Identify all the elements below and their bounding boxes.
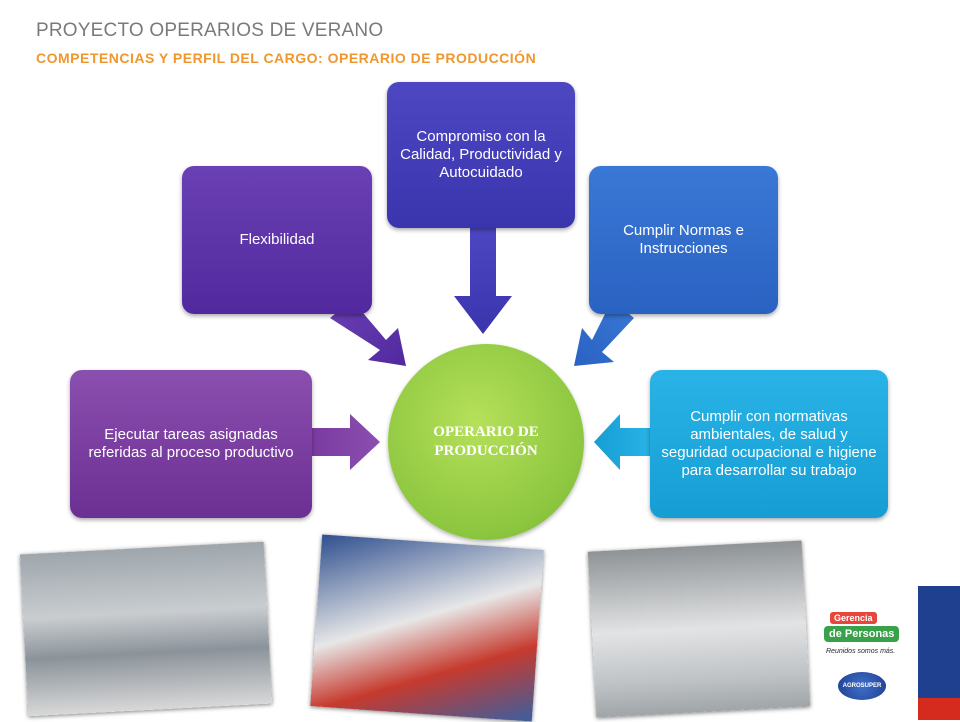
arrow-flexibilidad bbox=[330, 300, 406, 366]
arrow-ejecutar bbox=[310, 414, 380, 470]
logo-personas-text: de Personas bbox=[824, 626, 900, 642]
page-title: PROYECTO OPERARIOS DE VERANO bbox=[36, 20, 384, 41]
node-cumplir-normas: Cumplir Normas e Instrucciones bbox=[589, 166, 778, 314]
arrow-normativas bbox=[594, 414, 652, 470]
logo-gerencia-text: Gerencia bbox=[830, 612, 877, 624]
center-node-operario: OPERARIO DE PRODUCCIÓN bbox=[388, 344, 584, 540]
agrosuper-logo: AGROSUPER bbox=[838, 672, 886, 700]
node-flexibilidad: Flexibilidad bbox=[182, 166, 372, 314]
node-compromiso: Compromiso con la Calidad, Productividad… bbox=[387, 82, 575, 228]
photo-worker-packing bbox=[587, 540, 811, 718]
photo-production-line bbox=[19, 541, 273, 717]
flag-bar-blue bbox=[918, 586, 960, 698]
arrow-compromiso bbox=[454, 226, 512, 334]
arrow-normas bbox=[574, 300, 634, 366]
photo-workers-red-aprons bbox=[310, 534, 544, 722]
page-subtitle: COMPETENCIAS Y PERFIL DEL CARGO: OPERARI… bbox=[36, 50, 537, 66]
flag-bar-red bbox=[918, 698, 960, 720]
gerencia-personas-logo: Gerencia de Personas Reunidos somos más. bbox=[824, 612, 904, 662]
node-cumplir-normativas: Cumplir con normativas ambientales, de s… bbox=[650, 370, 888, 518]
node-ejecutar-tareas: Ejecutar tareas asignadas referidas al p… bbox=[70, 370, 312, 518]
logo-slogan-text: Reunidos somos más. bbox=[826, 648, 896, 655]
